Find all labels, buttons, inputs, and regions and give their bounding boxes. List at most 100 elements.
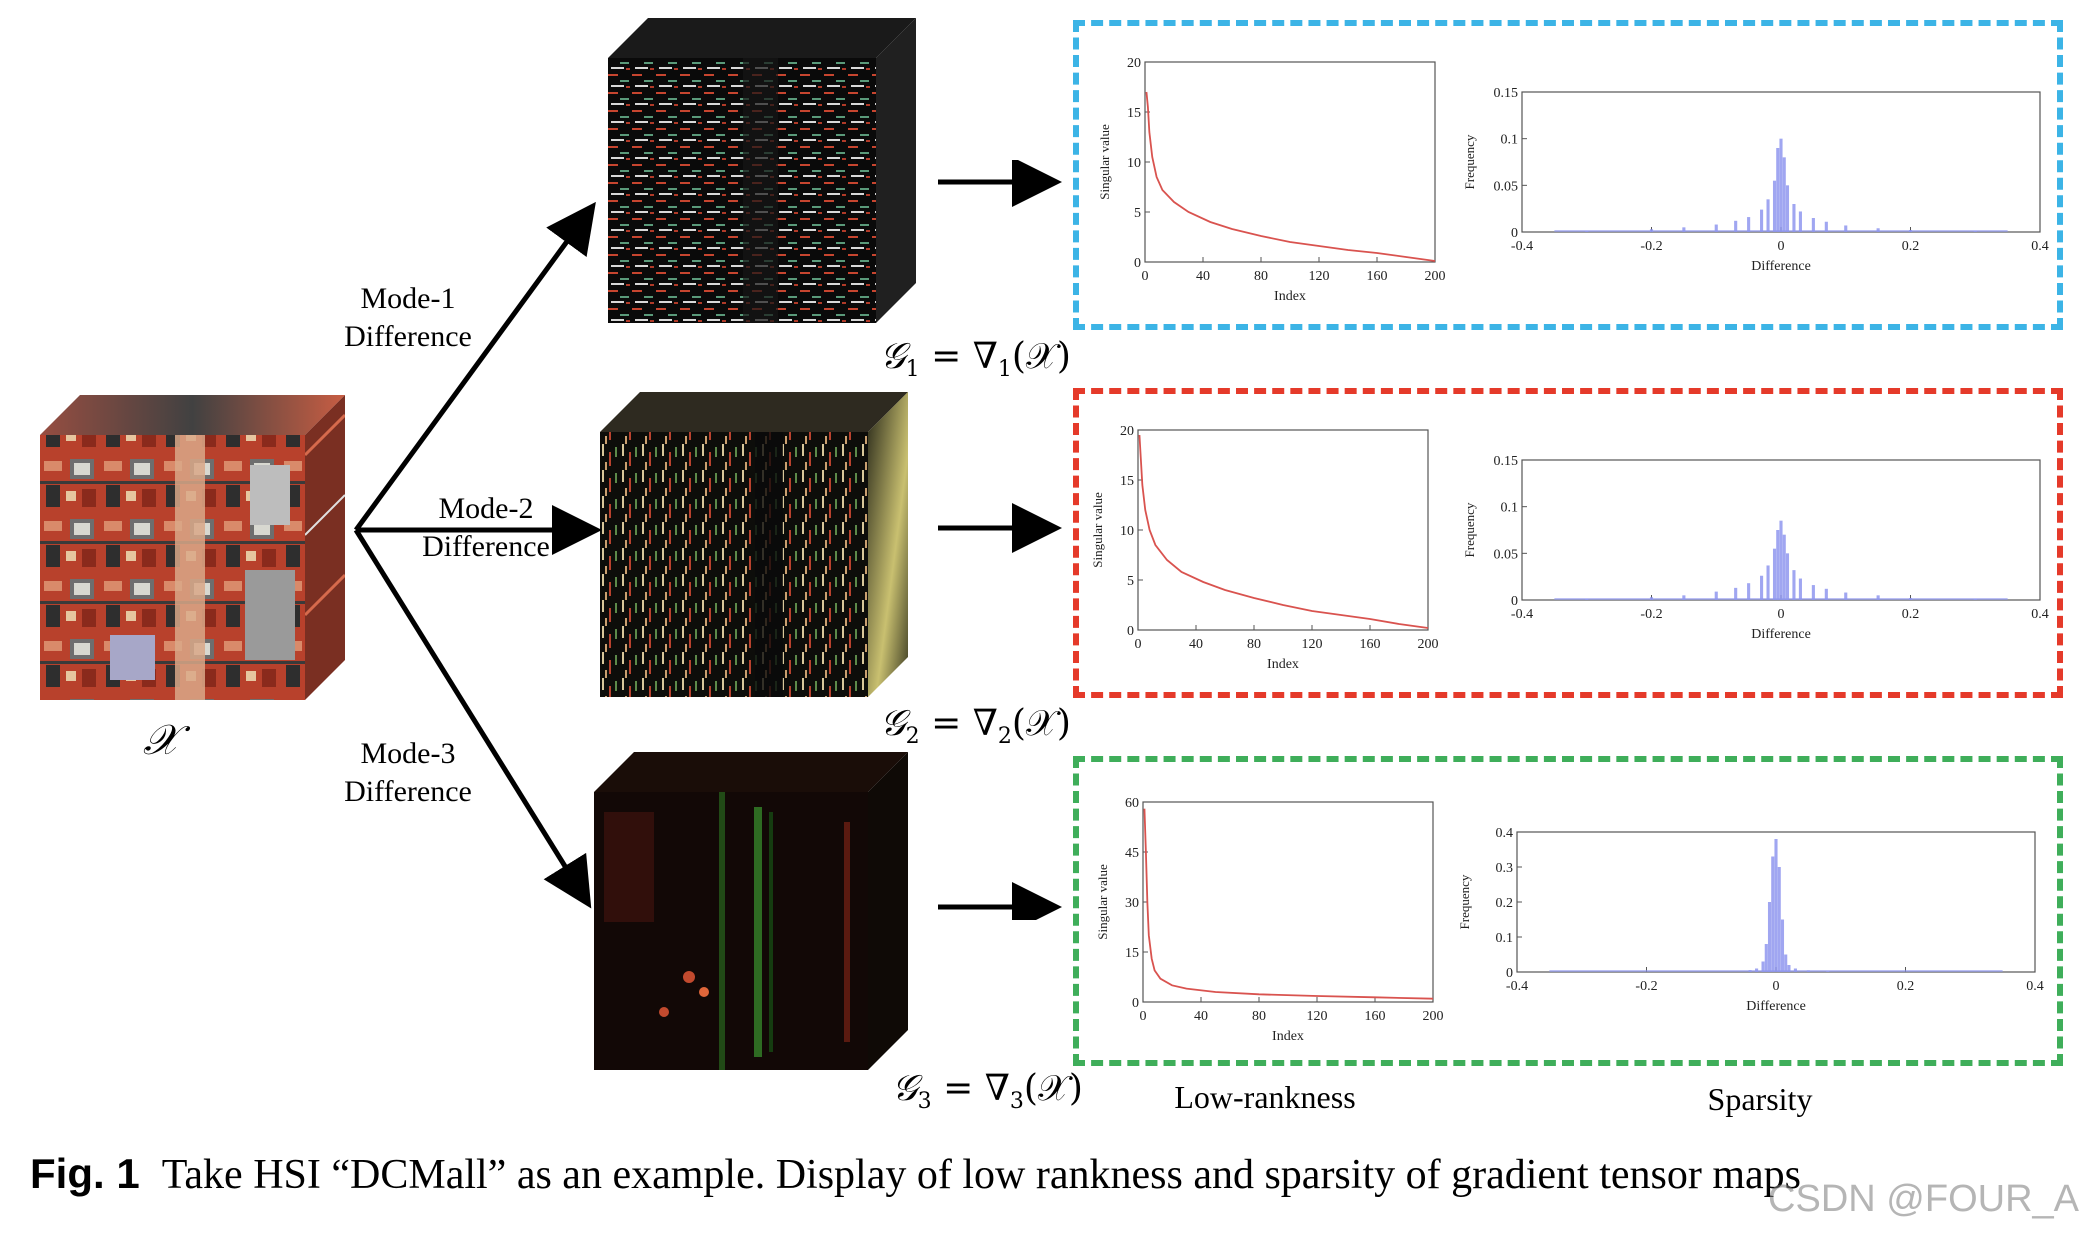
histogram-bar [1772,180,1777,232]
mode3-label-line2: Difference [344,775,472,808]
x-tick-label: 80 [1247,637,1261,652]
singular-value-curve [1143,808,1434,1000]
g2-lhs: 𝒢 [880,703,906,744]
x-tick-label: 0 [1140,1009,1147,1024]
y-tick-label: 10 [1120,524,1134,539]
y-tick-label: 0.1 [1501,133,1519,148]
histogram-bar [1798,578,1802,600]
y-tick-label: 30 [1125,896,1139,911]
frame-mode2 [1073,388,2063,698]
gradient-cube-mode1 [608,18,916,323]
branch-arrows [353,201,602,909]
y-tick-label: 0.05 [1494,179,1519,194]
x-tick-label: 120 [1302,637,1323,652]
y-tick-label: 0.4 [1496,826,1514,841]
histogram-bar [1824,221,1828,232]
histogram-bar [1776,148,1780,232]
histogram-bar [1760,209,1764,232]
histogram-bar [1764,944,1768,972]
g1-sub: 1 [905,357,920,383]
x-tick-label: 0.2 [1902,607,1920,622]
singular-value-curve [1145,91,1436,262]
mode3-label: Mode-3 Difference [338,735,478,811]
x-axis-label: Index [1267,657,1299,672]
histogram-bar [1760,575,1764,600]
gradient-cube-mode3 [594,752,908,1070]
histogram-bar [1785,185,1790,232]
histogram-bar [1774,839,1778,972]
histogram-bar [1824,588,1828,600]
histogram-bar [1682,595,1686,600]
x-tick-label: 200 [1425,269,1446,284]
gradient-cube-mode2 [600,392,908,697]
x-tick-label: 0.4 [2031,607,2049,622]
y-tick-label: 15 [1127,106,1141,121]
y-axis-label: Singular value [1090,492,1105,568]
histogram-bar [1767,902,1772,972]
x-tick-label: 0 [1142,269,1149,284]
y-tick-label: 0 [1511,594,1518,609]
plot-axes-box [1137,429,1429,631]
x-tick-label: 160 [1367,269,1388,284]
g3-op: = ∇ [931,1068,1010,1109]
histogram-bar [1787,965,1791,972]
histogram-bar [1772,548,1777,600]
y-axis-label: Singular value [1095,864,1110,940]
histogram-bar [1779,520,1783,600]
histogram-bar [1747,583,1751,600]
g2-sub: 2 [905,724,920,750]
mode1-label: Mode-1 Difference [338,280,478,356]
x-tick-label: 0 [1778,607,1785,622]
histogram-bar [1811,585,1815,600]
low-rankness-label: Low-rankness [1174,1079,1356,1115]
plot-axes-box [1142,801,1434,1003]
histogram-bar [1776,530,1780,600]
x-tick-label: 120 [1307,1009,1328,1024]
x-axis-label: Index [1272,1029,1304,1044]
sparsity-label: Sparsity [1707,1081,1813,1117]
histogram-bar [1766,199,1770,232]
g1-sub2: 1 [997,357,1012,383]
y-tick-label: 0.2 [1496,896,1514,911]
x-tick-label: -0.4 [1506,979,1528,994]
x-tick-label: 160 [1360,637,1381,652]
y-tick-label: 0 [1511,226,1518,241]
histogram-bar [1792,204,1796,232]
input-hsi-cube [40,395,345,700]
y-tick-label: 5 [1127,574,1134,589]
g3-arg: (𝒳) [1023,1068,1083,1109]
x-axis-label: Difference [1751,627,1811,642]
histogram-bar [1792,570,1796,600]
caption-text: Take HSI “DCMall” as an example. Display… [161,1152,1801,1198]
x-tick-label: -0.2 [1640,239,1662,254]
x-axis-label: Index [1274,289,1306,304]
x-tick-label: -0.2 [1635,979,1657,994]
x-tick-label: 200 [1423,1009,1444,1024]
x-tick-label: 120 [1309,269,1330,284]
histogram-bar [1714,591,1718,600]
g1-arg: (𝒳) [1011,336,1071,377]
mode2-label-line2: Difference [422,530,550,563]
frame-mode3 [1073,756,2063,1066]
x-tick-label: 200 [1418,637,1439,652]
x-tick-label: 40 [1189,637,1203,652]
y-axis-label: Singular value [1097,124,1112,200]
histogram-bar [1782,534,1786,600]
mode2-label-line1: Mode-2 [438,492,534,525]
histogram-bar [1777,867,1781,972]
input-symbol: 𝒳 [143,715,180,764]
y-tick-label: 0 [1127,624,1134,639]
y-tick-label: 45 [1125,846,1139,861]
y-tick-label: 20 [1120,424,1134,439]
x-tick-label: 0.2 [1897,979,1915,994]
x-tick-label: 0.4 [2031,239,2049,254]
y-tick-label: 60 [1125,796,1139,811]
histogram-bar [1761,961,1765,972]
equation-g3: 𝒢3 = ∇3(𝒳) [892,1068,1083,1114]
histogram-bar [1780,919,1785,972]
y-tick-label: 20 [1127,56,1141,71]
